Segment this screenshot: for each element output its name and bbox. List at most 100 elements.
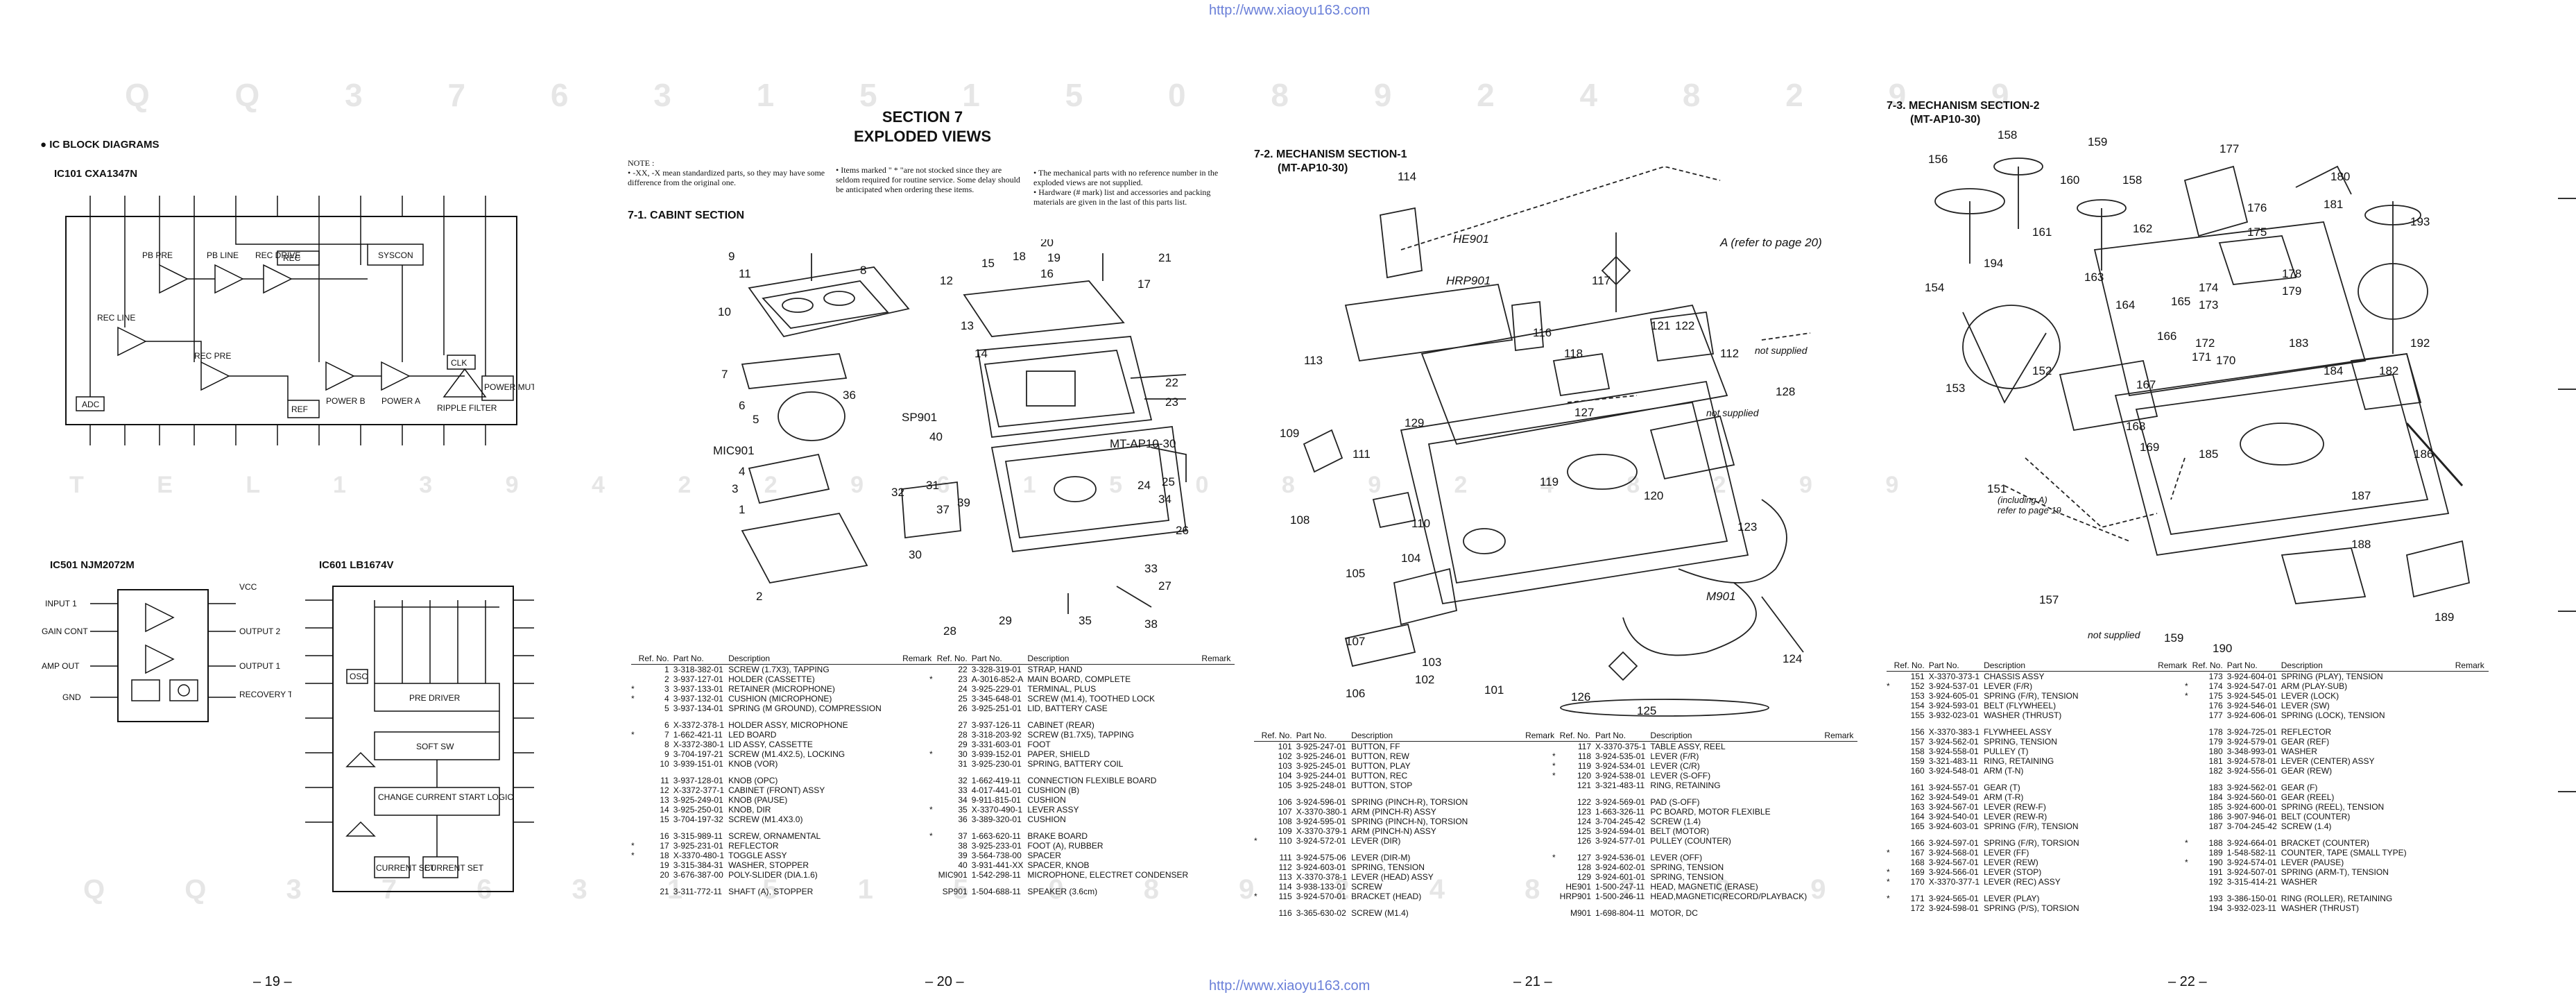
desc-cell: CUSHION (B): [1027, 785, 1080, 795]
ref-cell: 105: [1278, 781, 1292, 790]
mark-cell: [2185, 903, 2192, 913]
part-cell: 3-328-319-01: [971, 665, 1022, 674]
ref-cell: 113: [1278, 872, 1292, 882]
mechanism2-exploded-view: 156 158 159 160 161 158 177 176 175 162 …: [1925, 128, 2471, 655]
mark-cell: *: [1887, 894, 1890, 903]
header-remark: Remark: [1824, 731, 1858, 742]
desc-cell: HEAD, MAGNETIC (ERASE): [1650, 882, 1758, 892]
fig-label: 117: [1592, 274, 1611, 287]
ref-cell: 127: [1577, 853, 1592, 862]
page-number-20: – 20 –: [925, 974, 964, 989]
remark-cell: [1201, 730, 1235, 740]
table-spacer: [1254, 846, 1559, 853]
ref-cell: 193: [2208, 894, 2223, 903]
remark-cell: [1201, 785, 1235, 795]
table-spacer: [1552, 790, 1857, 797]
ic-block-heading: ● IC BLOCK DIAGRAMS: [40, 139, 160, 151]
header-part: Part No.: [1928, 661, 1984, 672]
desc-cell: FOOT: [1027, 740, 1051, 749]
ref-cell: M901: [1570, 908, 1592, 918]
fig-label: 159: [2088, 135, 2107, 148]
ic501-pin-output2: OUTPUT 2: [239, 627, 280, 636]
mark-cell: [1552, 872, 1560, 882]
fig-label: 187: [2351, 489, 2371, 502]
notes-col2: • Items marked " * "are not stocked sinc…: [836, 165, 1023, 194]
remark-cell: [1201, 815, 1235, 824]
fig-label: 152: [2032, 364, 2052, 377]
part-cell: X-3370-375-1: [1595, 742, 1647, 751]
fig-label: 170: [2216, 354, 2235, 367]
mark-cell: *: [2185, 838, 2188, 848]
mark-cell: *: [1887, 681, 1890, 691]
mark-cell: [1552, 862, 1560, 872]
fig-label: 188: [2351, 538, 2371, 551]
remark-cell: [1201, 831, 1235, 841]
header-part: Part No.: [1595, 731, 1651, 742]
part-cell: 3-925-250-01: [673, 805, 723, 815]
remark-cell: [1824, 761, 1857, 771]
ref-cell: 183: [2208, 783, 2223, 792]
desc-cell: SCREW (M1.4X3.0): [728, 815, 803, 824]
desc-cell: BUTTON, STOP: [1351, 781, 1413, 790]
part-cell: 3-939-151-01: [673, 759, 723, 769]
desc-cell: STRAP, HAND: [1027, 665, 1083, 674]
notes-col1: NOTE : • -XX, -X mean standardized parts…: [628, 158, 829, 187]
ic501-pin-recovery: RECOVERY TIME CAP: [239, 690, 291, 699]
ref-cell: 12: [660, 785, 669, 795]
remark-cell: [1824, 882, 1857, 892]
fig-label: 172: [2195, 336, 2215, 350]
part-cell: 3-331-603-01: [971, 740, 1022, 749]
ref-cell: HE901: [1565, 882, 1592, 892]
mark-cell: [929, 759, 937, 769]
edge-tick: [2558, 611, 2576, 612]
remark-cell: [1201, 665, 1235, 675]
desc-cell: SPRING (F/R), TORSION: [1984, 838, 2079, 848]
ref-cell: 104: [1278, 771, 1292, 781]
remark-cell: [1201, 860, 1235, 870]
part-cell: 3-924-574-01: [2226, 858, 2277, 867]
fig-label: 175: [2247, 225, 2267, 239]
mark-cell: [929, 841, 937, 851]
remark-cell: [1201, 841, 1235, 851]
header-ref: Ref. No.: [638, 654, 673, 665]
ic101-title: IC101 CXA1347N: [54, 168, 138, 180]
mark-cell: [1552, 826, 1560, 836]
fig-label: 185: [2199, 448, 2218, 461]
ref-cell: 156: [1910, 727, 1925, 737]
remark-cell: [1201, 740, 1235, 749]
part-cell: 3-365-630-02: [1296, 908, 1346, 918]
mark-cell: [2185, 867, 2192, 877]
part-cell: 3-924-595-01: [1296, 817, 1346, 826]
mark-cell: [631, 704, 639, 713]
desc-cell: TABLE ASSY, REEL: [1650, 742, 1726, 751]
part-cell: 3-924-578-01: [2226, 756, 2277, 766]
mark-cell: [1254, 817, 1262, 826]
fig-label: 114: [1398, 170, 1416, 183]
mechanism1-title-line2: (MT-AP10-30): [1278, 162, 1348, 174]
mark-cell: [1887, 838, 1894, 848]
background-code-row1: Q Q 3 7 6 3 1 5 1 5 0 8 9 2 4 8 2 9 9: [125, 77, 2047, 113]
mark-cell: [2185, 821, 2192, 831]
desc-cell: BELT (COUNTER): [2281, 812, 2351, 821]
ref-cell: 129: [1577, 872, 1592, 882]
mechanism2-title: 7-3. MECHANISM SECTION-2 (MT-AP10-30): [1887, 99, 2039, 127]
fig-label: 156: [1928, 153, 1948, 166]
mark-cell: [2185, 894, 2192, 903]
remark-cell: [2455, 858, 2489, 867]
desc-cell: SPRING (F/R), TENSION: [1984, 691, 2079, 701]
part-cell: 3-321-483-11: [1595, 781, 1645, 790]
ic501-block-diagram: INPUT 1 GAIN CONT AMP OUT GND VCC OUTPUT…: [42, 582, 291, 722]
fig-label: 129: [1405, 416, 1424, 429]
mark-cell: [929, 870, 937, 880]
table-spacer: [1254, 790, 1559, 797]
mark-cell: [2185, 792, 2192, 802]
part-cell: 3-925-233-01: [971, 841, 1022, 851]
